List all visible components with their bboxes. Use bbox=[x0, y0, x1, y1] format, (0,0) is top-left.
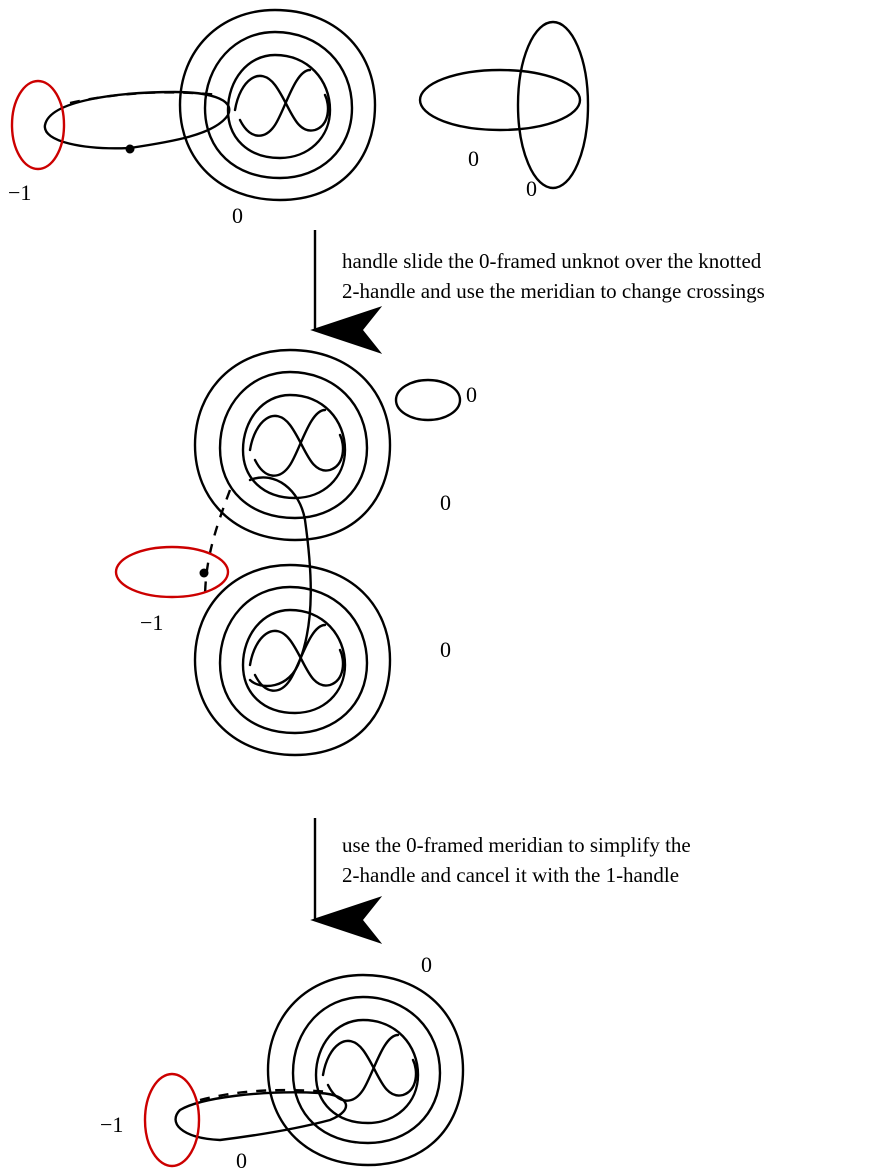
top-knot-label: 0 bbox=[232, 203, 243, 228]
bottom-circle-front bbox=[174, 1091, 348, 1142]
top-panel: −1 0 0 0 bbox=[8, 8, 590, 228]
top-meridian-label: −1 bbox=[8, 180, 31, 205]
top-dashed-arc bbox=[69, 91, 221, 105]
bottom-circle-dashed bbox=[199, 1088, 331, 1102]
middle-lower-label: 0 bbox=[440, 637, 451, 662]
step-1-caption-line2: 2-handle and use the meridian to change … bbox=[342, 279, 765, 303]
top-knotted-handle bbox=[178, 8, 377, 202]
step-2: use the 0-framed meridian to simplify th… bbox=[310, 818, 691, 944]
step-1-caption-line1: handle slide the 0-framed unknot over th… bbox=[342, 249, 762, 273]
middle-lower-knotted-handle bbox=[193, 563, 392, 757]
bottom-panel: 0 −1 0 bbox=[100, 952, 465, 1173]
middle-attach-dot bbox=[199, 568, 209, 578]
top-attach-dot bbox=[125, 144, 135, 154]
step-1: handle slide the 0-framed unknot over th… bbox=[310, 230, 765, 354]
middle-upper-knotted-handle bbox=[193, 348, 392, 542]
middle-meridian-label: −1 bbox=[140, 610, 163, 635]
middle-panel: 0 0 0 −1 bbox=[114, 348, 477, 757]
top-red-meridian bbox=[10, 79, 66, 171]
top-unknot2-label: 0 bbox=[526, 176, 537, 201]
middle-upper-label: 0 bbox=[440, 490, 451, 515]
top-unknot-vertical bbox=[516, 20, 590, 190]
top-unknot-horizontal bbox=[418, 68, 582, 132]
step-2-caption-line1: use the 0-framed meridian to simplify th… bbox=[342, 833, 691, 857]
bottom-knotted-handle bbox=[266, 973, 465, 1167]
middle-small-loop-label: 0 bbox=[466, 382, 477, 407]
middle-small-loop bbox=[394, 378, 462, 422]
step-2-caption-line2: 2-handle and cancel it with the 1-handle bbox=[342, 863, 679, 887]
middle-connecting-band-dashed bbox=[203, 489, 232, 601]
bottom-meridian-label: −1 bbox=[100, 1112, 123, 1137]
middle-connecting-band bbox=[248, 476, 312, 688]
bottom-red-meridian bbox=[143, 1072, 201, 1168]
bottom-circle-label: 0 bbox=[236, 1148, 247, 1173]
top-unknot-label: 0 bbox=[468, 146, 479, 171]
bottom-knot-label: 0 bbox=[421, 952, 432, 977]
top-dotted-circle-front bbox=[43, 90, 231, 150]
middle-red-meridian bbox=[114, 545, 230, 599]
